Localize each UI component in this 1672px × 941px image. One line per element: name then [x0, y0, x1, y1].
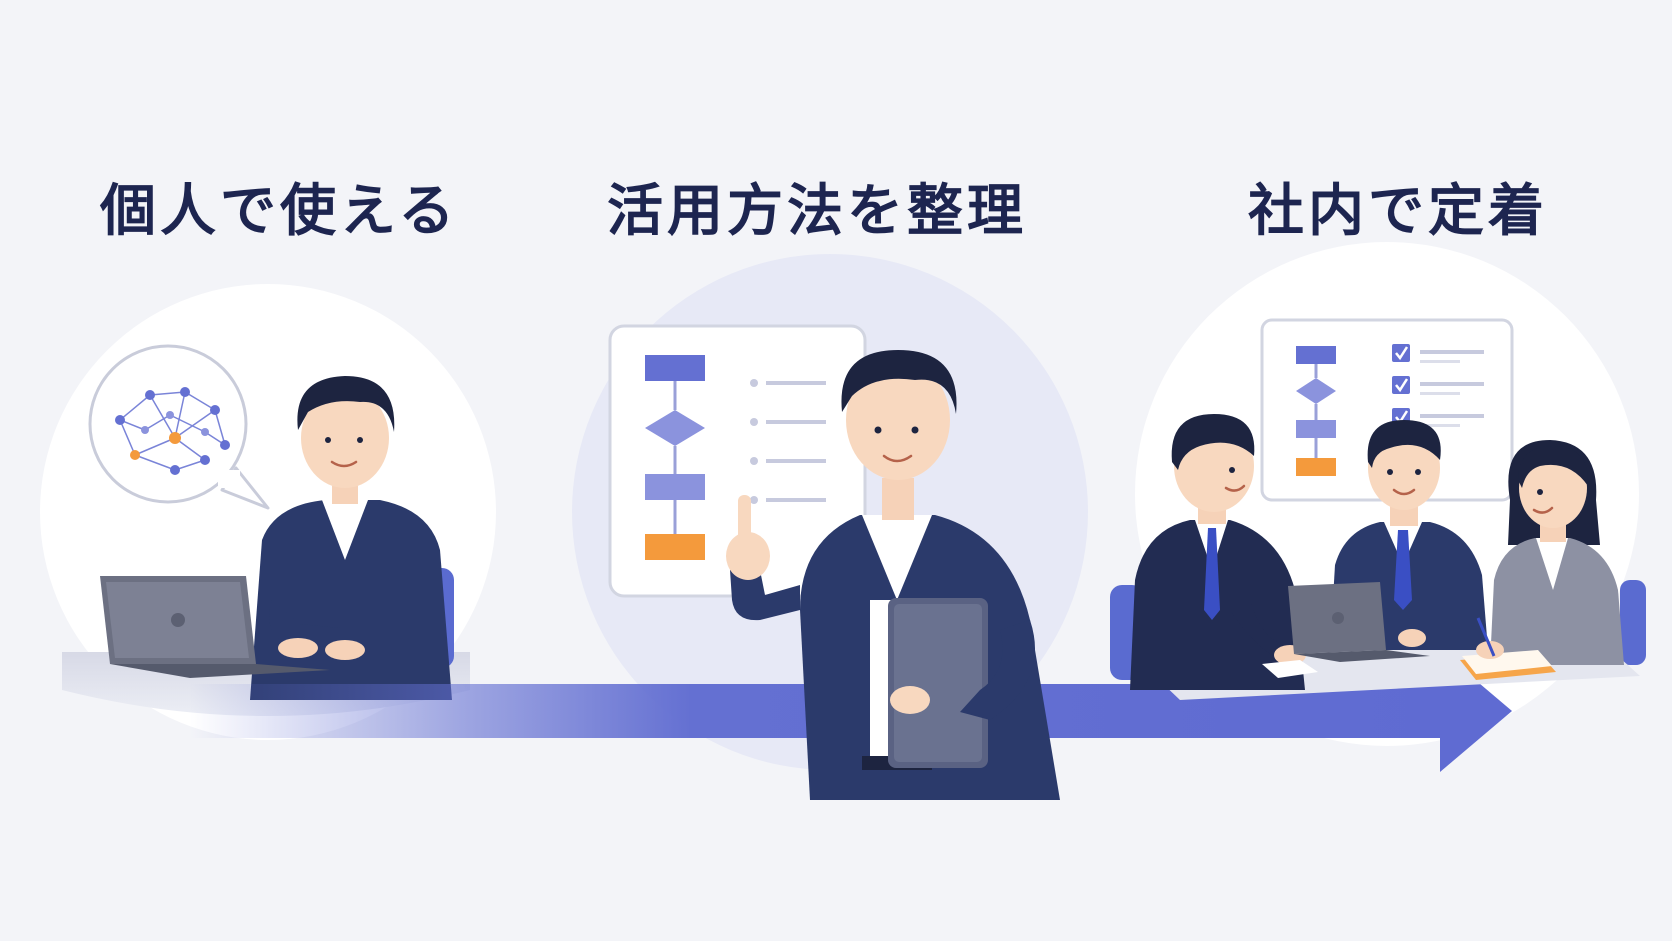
scene-1-person — [250, 376, 452, 700]
scene-1 — [62, 344, 470, 716]
flowchart-icon — [608, 324, 867, 598]
scene-3-person-right — [1460, 440, 1624, 680]
scene-3-laptop — [1288, 582, 1430, 662]
network-icon — [119, 391, 226, 471]
scene-2 — [608, 324, 1060, 800]
scene-3 — [1110, 318, 1646, 700]
scene-2-person — [726, 350, 1060, 800]
scene-3-person-left — [1130, 414, 1318, 690]
step-3-title: 社内で定着 — [1248, 179, 1548, 244]
laptop-icon — [100, 576, 330, 678]
step-2-title: 活用方法を整理 — [607, 179, 1027, 244]
network-nodes — [115, 387, 230, 475]
pointing-hand-icon — [726, 495, 770, 580]
checklist-icon — [1260, 318, 1514, 502]
step-1-title: 個人で使える — [100, 179, 459, 244]
